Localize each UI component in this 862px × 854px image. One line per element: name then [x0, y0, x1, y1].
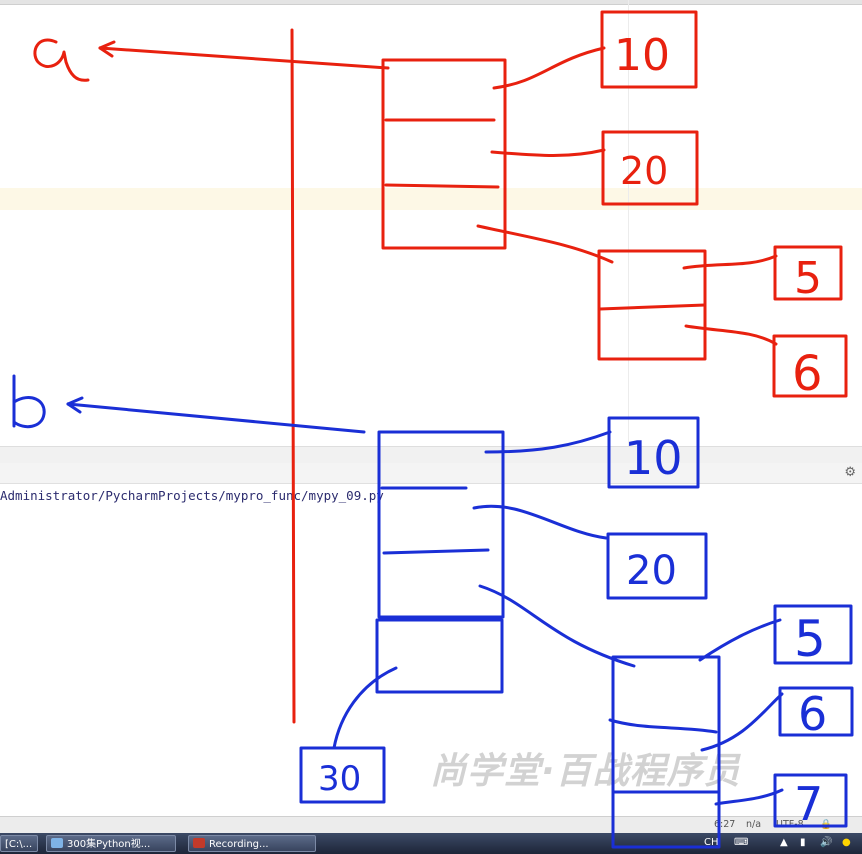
blue-ref-5 [698, 618, 782, 662]
blue-box-30 [299, 746, 386, 804]
blue-box-6 [778, 686, 854, 737]
taskbar-item-label: Recording... [209, 839, 269, 850]
taskbar-item-label: 300集Python视... [67, 839, 151, 850]
console-script-path: Administrator/PycharmProjects/mypro_func… [0, 488, 384, 503]
blue-ref-7 [714, 788, 784, 806]
blue-ref-20 [472, 504, 608, 540]
right-margin-guide [628, 0, 629, 446]
blue-value-6: 6 [798, 687, 827, 741]
cursor-position[interactable]: 6:27 [714, 819, 736, 830]
taskbar-item-label: [C:\... [5, 839, 33, 850]
line-separator[interactable]: n/a [746, 819, 762, 830]
blue-value-20: 20 [626, 548, 677, 594]
blue-value-30: 30 [318, 759, 361, 799]
record-icon [193, 838, 205, 848]
red-ref-sublist [476, 224, 614, 264]
taskbar-item-course[interactable]: 300集Python视... [46, 835, 176, 852]
watermark-logo: 尚学堂·百战程序员 [430, 751, 741, 792]
blue-numbers: 10 20 5 6 7 30 [318, 431, 827, 831]
blue-box-10 [607, 416, 700, 489]
blue-box-7 [773, 773, 848, 828]
tray-arrow-icon[interactable]: ▲ [780, 837, 788, 848]
red-box-10 [600, 10, 698, 89]
blue-slot-divider [382, 548, 490, 555]
red-value-5: 5 [794, 253, 822, 304]
red-value-6: 6 [792, 346, 823, 402]
blue-sublist-divider [608, 718, 718, 734]
red-value-20: 20 [620, 149, 668, 193]
blue-value-10: 10 [624, 431, 683, 485]
taskbar-item-recording[interactable]: Recording... [188, 835, 316, 852]
red-box-5 [773, 245, 843, 301]
code-editor[interactable] [0, 0, 862, 446]
blue-box-20 [606, 532, 708, 600]
folder-icon [51, 838, 63, 848]
run-panel-toolbar: ⚙ [0, 463, 862, 484]
blue-sublist-box [611, 655, 721, 849]
network-signal-icon[interactable]: ▮ [800, 837, 806, 848]
red-sublist-divider [598, 303, 707, 311]
red-ref-5 [682, 254, 778, 270]
red-ref-20 [490, 148, 606, 157]
blue-ref-sublist [478, 584, 636, 668]
red-value-10: 10 [614, 30, 670, 81]
red-box-20 [601, 130, 699, 206]
editor-top-border [0, 0, 862, 5]
help-icon[interactable]: ● [842, 837, 851, 848]
keyboard-icon[interactable]: ⌨ [734, 837, 749, 848]
blue-ref-6 [700, 692, 784, 752]
var-a-glyph [33, 38, 90, 82]
red-annotations [33, 10, 848, 724]
red-ref-6 [684, 324, 778, 346]
blue-value-5: 5 [794, 610, 826, 668]
volume-icon[interactable]: 🔊 [820, 837, 833, 848]
red-list-box [381, 58, 507, 250]
windows-taskbar: [C:\... 300集Python视... Recording... CH ⌨… [0, 833, 862, 854]
input-method-icon[interactable]: CH [704, 837, 719, 848]
blue-ref-10 [484, 430, 612, 454]
arrow-b-line [66, 402, 366, 434]
arrow-a-head [98, 40, 116, 58]
blue-value-7: 7 [794, 777, 823, 831]
blue-ref-30 [332, 666, 398, 750]
taskbar-item-terminal[interactable]: [C:\... [0, 835, 38, 852]
red-ref-10 [492, 46, 606, 90]
red-numbers: 10 20 5 6 [614, 30, 823, 402]
blue-appended-box [375, 618, 504, 694]
gear-icon[interactable]: ⚙ [844, 465, 856, 480]
var-b-glyph [12, 374, 46, 429]
blue-annotations [12, 374, 854, 849]
stack-heap-divider [290, 28, 296, 724]
red-box-6 [772, 334, 848, 398]
arrow-b-head [66, 396, 84, 414]
blue-list-box [377, 430, 505, 619]
blue-box-5 [773, 604, 853, 665]
red-slot-divider [384, 183, 500, 189]
arrow-a-line [98, 46, 390, 70]
